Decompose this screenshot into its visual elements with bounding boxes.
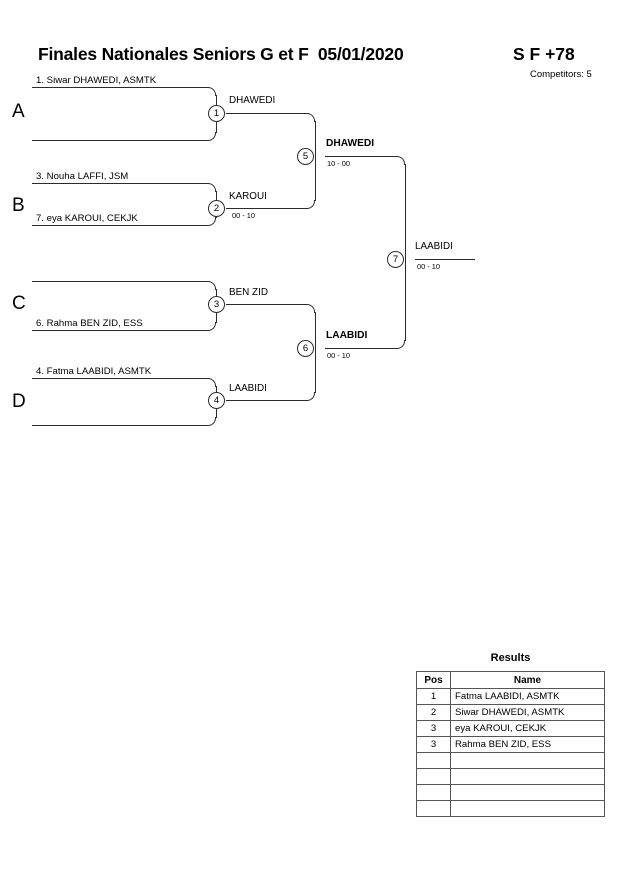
match-5-winner: DHAWEDI xyxy=(326,138,375,149)
match-4-winner: LAABIDI xyxy=(229,383,267,394)
match-5-out-corner xyxy=(396,156,405,165)
match-7-winner: LAABIDI xyxy=(415,241,453,252)
competitors-count: Competitors: 5 xyxy=(530,69,592,80)
competitor-a-top: 1. Siwar DHAWEDI, ASMTK xyxy=(36,75,157,86)
pool-letter-a: A xyxy=(12,101,25,122)
results-col-pos: Pos xyxy=(416,671,451,689)
category-title: S F +78 xyxy=(513,44,575,64)
result-name xyxy=(450,800,605,817)
match-2-out-line xyxy=(226,208,306,209)
results-title: Results xyxy=(490,652,531,664)
pool-c-corner-top xyxy=(207,281,216,290)
pool-letter-d: D xyxy=(12,391,26,412)
result-name xyxy=(450,768,605,785)
competitor-c-bottom: 6. Rahma BEN ZID, ESS xyxy=(36,318,143,329)
champion-out-line xyxy=(415,259,475,260)
final-vertical xyxy=(405,164,406,341)
match-circle-5[interactable]: 5 xyxy=(297,148,314,165)
table-row xyxy=(416,784,605,801)
table-row xyxy=(416,800,605,817)
results-header-row: Pos Name xyxy=(416,671,605,689)
table-row xyxy=(416,752,605,769)
result-position xyxy=(416,784,451,801)
tournament-bracket: A 1. Siwar DHAWEDI, ASMTK B 3. Nouha LAF… xyxy=(12,75,475,426)
pool-letter-b: B xyxy=(12,195,25,216)
result-position xyxy=(416,768,451,785)
match-3-winner: BEN ZID xyxy=(229,287,268,298)
pool-b-corner-bottom xyxy=(207,217,216,226)
match-6-out-corner xyxy=(396,340,405,349)
pool-c-top-line xyxy=(32,281,207,282)
match-circle-6[interactable]: 6 xyxy=(297,340,314,357)
pool-a-corner-bottom xyxy=(207,132,216,141)
semi-top-vertical xyxy=(315,121,316,201)
match-5-score: 10 - 00 xyxy=(327,159,351,168)
result-position: 3 xyxy=(416,720,451,737)
result-name: Fatma LAABIDI, ASMTK xyxy=(450,688,605,705)
pool-d-corner-top xyxy=(207,378,216,387)
match-1-out-corner xyxy=(306,113,315,122)
pool-b-bottom-line xyxy=(32,225,207,226)
match-6-out-line xyxy=(325,348,396,349)
result-position: 2 xyxy=(416,704,451,721)
match-3-out-line xyxy=(226,304,306,305)
match-circle-1[interactable]: 1 xyxy=(208,105,225,122)
competitor-b-bottom: 7. eya KAROUI, CEKJK xyxy=(36,213,138,224)
competitor-b-top: 3. Nouha LAFFI, JSM xyxy=(36,171,129,182)
pool-c-corner-bottom xyxy=(207,322,216,331)
match-circle-4[interactable]: 4 xyxy=(208,392,225,409)
pool-a-corner-top xyxy=(207,87,216,96)
result-position: 1 xyxy=(416,688,451,705)
match-3-out-corner xyxy=(306,304,315,313)
semi-bottom-vertical xyxy=(315,312,316,393)
results-col-name: Name xyxy=(450,671,605,689)
match-1-out-line xyxy=(226,113,306,114)
result-name: Rahma BEN ZID, ESS xyxy=(450,736,605,753)
result-name: eya KAROUI, CEKJK xyxy=(450,720,605,737)
page-title: Finales Nationales Seniors G et F 05/01/… xyxy=(38,44,404,64)
match-1-winner: DHAWEDI xyxy=(229,95,276,106)
match-7-score: 00 - 10 xyxy=(417,262,441,271)
result-name: Siwar DHAWEDI, ASMTK xyxy=(450,704,605,721)
match-circle-7[interactable]: 7 xyxy=(387,251,404,268)
table-row xyxy=(416,768,605,785)
result-name xyxy=(450,752,605,769)
result-position xyxy=(416,800,451,817)
match-4-out-corner xyxy=(306,392,315,401)
pool-b-corner-top xyxy=(207,183,216,192)
match-2-winner: KAROUI xyxy=(229,191,267,202)
pool-letter-c: C xyxy=(12,293,26,314)
match-2-out-corner xyxy=(306,200,315,209)
pool-a-top-line xyxy=(32,87,207,88)
match-circle-3[interactable]: 3 xyxy=(208,296,225,313)
pool-b-top-line xyxy=(32,183,207,184)
result-position: 3 xyxy=(416,736,451,753)
pool-d-bottom-line xyxy=(32,425,207,426)
result-position xyxy=(416,752,451,769)
result-name xyxy=(450,784,605,801)
match-2-score: 00 - 10 xyxy=(232,211,256,220)
pool-d-corner-bottom xyxy=(207,417,216,426)
match-5-out-line xyxy=(325,156,396,157)
competitor-d-top: 4. Fatma LAABIDI, ASMTK xyxy=(36,366,152,377)
pool-c-bottom-line xyxy=(32,330,207,331)
match-6-score: 00 - 10 xyxy=(327,351,351,360)
match-6-winner: LAABIDI xyxy=(326,330,368,341)
match-circle-2[interactable]: 2 xyxy=(208,200,225,217)
pool-a-bottom-line xyxy=(32,140,207,141)
match-4-out-line xyxy=(226,400,306,401)
pool-d-top-line xyxy=(32,378,207,379)
